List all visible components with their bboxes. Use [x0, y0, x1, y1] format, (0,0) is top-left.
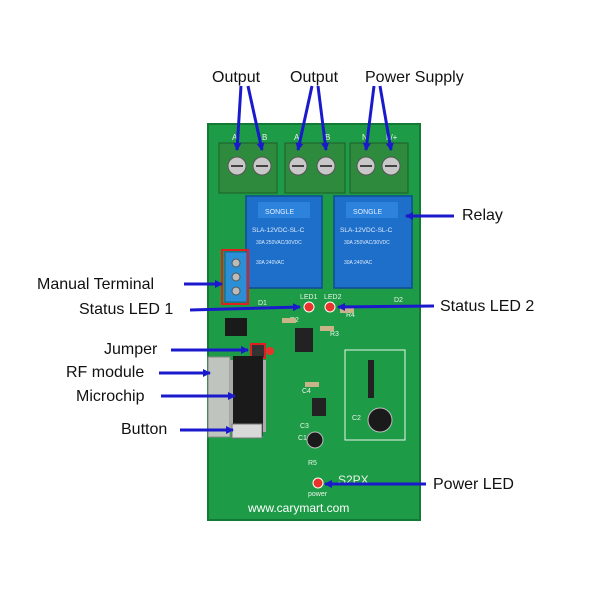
terminal-mark: B — [262, 133, 267, 142]
resistor — [305, 382, 319, 387]
label-output-2: Output — [290, 69, 339, 86]
capacitor-c1 — [306, 431, 324, 449]
output-terminal-1 — [218, 142, 278, 194]
power-circuit-outline — [344, 349, 406, 441]
label-jumper: Jumper — [104, 341, 158, 358]
ic-small — [225, 318, 247, 336]
terminal-mark: A — [294, 133, 300, 142]
relay-1: SONGLE SLA-12VDC-SL-C 30A 250VAC/30VDC 3… — [245, 195, 323, 289]
capacitor-c2 — [367, 407, 393, 433]
terminal-mark: B — [325, 133, 330, 142]
power-supply-terminal — [349, 142, 409, 194]
component-mark: D1 — [258, 300, 267, 307]
label-status-led-2: Status LED 2 — [440, 298, 535, 315]
terminal-mark: A — [232, 133, 238, 142]
resistor — [282, 318, 296, 323]
svg-text:SONGLE: SONGLE — [265, 209, 295, 216]
output-terminal-2 — [284, 142, 346, 194]
label-power-led: Power LED — [433, 476, 514, 493]
manual-terminal — [221, 249, 249, 305]
component-mark: C1 — [298, 435, 307, 442]
component-block — [312, 398, 326, 416]
button — [231, 423, 263, 439]
resistor — [320, 326, 334, 331]
svg-text:SLA-12VDC-SL-C: SLA-12VDC-SL-C — [340, 227, 393, 234]
component-mark: C3 — [300, 423, 309, 430]
label-power-supply: Power Supply — [365, 69, 464, 86]
svg-text:SLA-12VDC-SL-C: SLA-12VDC-SL-C — [252, 227, 305, 234]
label-microchip: Microchip — [76, 388, 145, 405]
status-led-1 — [303, 301, 315, 313]
terminal-mark: N — [362, 133, 368, 142]
power-led — [312, 477, 324, 489]
component-mark: R4 — [346, 312, 355, 319]
led1-marking: LED1 — [300, 294, 318, 301]
label-output-1: Output — [212, 69, 261, 86]
relay-2: SONGLE SLA-12VDC-SL-C 30A 250VAC/30VDC 3… — [333, 195, 413, 289]
status-led-2 — [324, 301, 336, 313]
diode — [368, 360, 374, 398]
resistor — [340, 308, 354, 313]
led2-marking: LED2 — [324, 294, 342, 301]
component-mark: C4 — [302, 388, 311, 395]
power-marking: power — [308, 491, 328, 498]
component-mark: C2 — [352, 415, 361, 422]
label-manual-terminal: Manual Terminal — [37, 276, 155, 293]
svg-text:30A 240VAC: 30A 240VAC — [256, 260, 285, 266]
component-mark: R3 — [330, 331, 339, 338]
svg-text:30A 250VAC/30VDC: 30A 250VAC/30VDC — [344, 240, 390, 246]
label-relay: Relay — [462, 207, 503, 224]
manual-terminal-highlight — [221, 249, 249, 305]
svg-text:30A 240VAC: 30A 240VAC — [344, 260, 373, 266]
board-website: www.carymart.com — [247, 501, 349, 515]
arrow — [159, 85, 454, 488]
component-mark: D2 — [394, 297, 403, 304]
svg-text:30A 250VAC/30VDC: 30A 250VAC/30VDC — [256, 240, 302, 246]
label-button: Button — [121, 421, 168, 438]
label-rf-module: RF module — [66, 364, 145, 381]
ic-small — [295, 328, 313, 352]
terminal-mark: L/+ — [386, 133, 398, 142]
svg-text:SONGLE: SONGLE — [353, 209, 383, 216]
component-mark: R5 — [308, 460, 317, 467]
label-status-led-1: Status LED 1 — [79, 301, 174, 318]
